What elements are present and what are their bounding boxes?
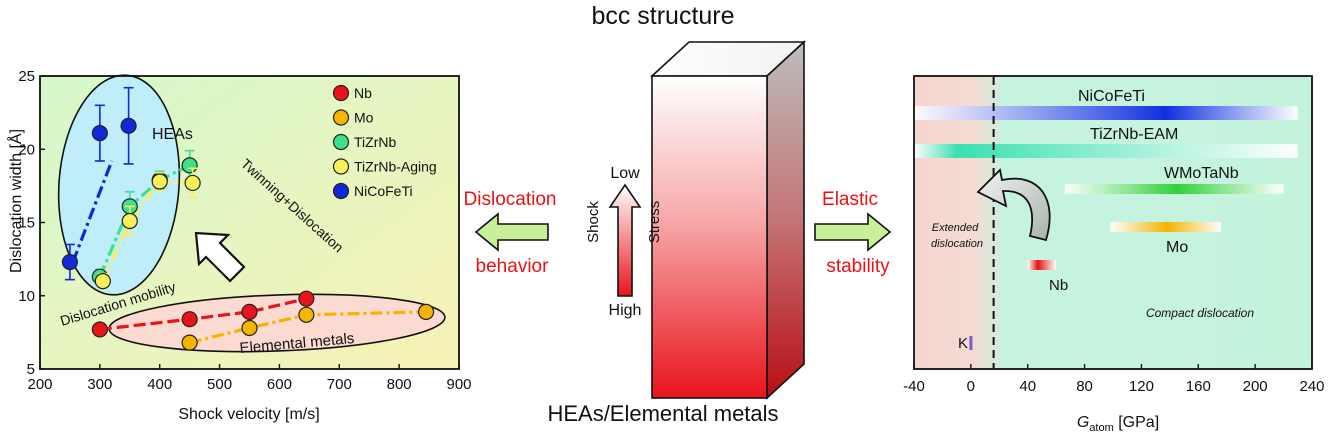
left-y-axis-label: Dislocation width [Å]: [6, 129, 25, 273]
dislocation-label: Dislocation: [464, 189, 557, 210]
annotation-compact: Compact dislocation: [1146, 306, 1254, 320]
stress-high-label: High: [609, 302, 642, 319]
data-point-nb: [298, 290, 315, 307]
range-label-k: K: [958, 335, 968, 352]
left-green-arrow: [474, 212, 549, 252]
annotation-extended-2: dislocation: [931, 238, 983, 250]
left-x-tick-label: 300: [87, 376, 112, 393]
shock-label: Shock: [585, 201, 602, 243]
data-point-tizrnb-aging: [94, 273, 111, 290]
series-line-nb: [99, 297, 307, 332]
center-title: bcc structure: [591, 2, 734, 30]
series-line-tizrnb: [98, 163, 191, 278]
data-point-nb: [181, 311, 198, 328]
box-front-face: [651, 75, 768, 399]
range-bar-mo: [1110, 222, 1222, 232]
left-y-tick-label: 25: [18, 68, 35, 85]
data-point-tizrnb-aging: [184, 174, 201, 192]
mobility-arrow: [194, 231, 246, 283]
data-point-nicofeti: [91, 125, 108, 142]
data-point-nicofeti: [61, 253, 79, 271]
legend-marker: [332, 84, 350, 102]
legend-label: Nb: [354, 85, 372, 101]
data-point-mo: [241, 319, 258, 337]
range-bar-k: [969, 336, 973, 350]
curved-arrow: [976, 168, 1051, 242]
left-y-tick-label: 15: [18, 215, 35, 232]
box-side-face: [766, 40, 805, 400]
elastic-label: Elastic: [822, 189, 878, 210]
annotation-heas: HEAs: [152, 126, 193, 143]
left-x-tick-label: 400: [147, 376, 172, 393]
left-series-layer: [61, 86, 435, 351]
legend-label: NiCoFeTi: [354, 183, 413, 199]
data-point-mo: [417, 303, 435, 320]
left-x-tick-label: 200: [27, 376, 52, 393]
legend-marker: [332, 158, 350, 175]
range-label-mo: Mo: [1166, 239, 1188, 256]
stress-low-label: Low: [610, 165, 640, 182]
legend-label: Mo: [354, 110, 374, 126]
right-x-tick-label: 200: [1243, 378, 1268, 395]
legend-marker: [332, 109, 350, 126]
legend-label: TiZrNb-Aging: [354, 159, 437, 175]
legend-label: TiZrNb: [354, 134, 396, 150]
annotation-extended-1: Extended: [932, 222, 979, 234]
right-x-tick-label: 240: [1299, 378, 1324, 395]
stability-label: stability: [826, 256, 890, 277]
left-x-tick-label: 800: [387, 376, 412, 393]
range-bar-wmotanb: [1064, 184, 1284, 194]
right-x-tick-label: 120: [1129, 378, 1154, 395]
range-bar-tizrnb-eam: [914, 144, 1298, 158]
left-x-tick-label: 700: [327, 376, 352, 393]
right-axes: -40 0 40 80 120 160 200 240: [903, 364, 1325, 395]
data-point-mo: [298, 306, 315, 323]
range-label-wmotanb: WMoTaNb: [1164, 165, 1239, 182]
series-line-mo: [189, 310, 427, 345]
left-x-tick-label: 900: [446, 376, 471, 393]
series-line-tizrnb-aging: [101, 179, 193, 282]
data-point-tizrnb-aging: [151, 173, 168, 190]
data-point-nicofeti: [120, 117, 137, 134]
stress-gradient-arrow: [608, 183, 642, 297]
right-x-tick-label: -40: [903, 378, 925, 395]
right-x-axis-label: Gatom [GPa]: [1077, 414, 1159, 434]
left-y-tick-label: 20: [18, 141, 35, 158]
legend-marker: [332, 182, 350, 200]
right-x-tick-label: 40: [1019, 378, 1036, 395]
extended-zone: [914, 76, 1002, 369]
center-panel: bcc structure Low High Shock Stress HEAs…: [464, 2, 892, 426]
range-bar-nicofeti: [914, 106, 1298, 120]
behavior-label: behavior: [476, 256, 550, 277]
range-label-nicofeti: NiCoFeTi: [1078, 88, 1145, 105]
series-line-nicofeti: [71, 160, 114, 263]
left-y-tick-label: 10: [18, 288, 35, 305]
left-x-tick-label: 600: [267, 376, 292, 393]
left-x-axis-label: Shock velocity [m/s]: [178, 406, 319, 423]
data-point-mo: [181, 334, 198, 351]
left-chart: 200 300 400 500 600 700 800 900 5 10 15 20 25 HEAs T…: [6, 68, 472, 423]
legend-marker: [332, 133, 350, 151]
right-green-arrow: [814, 212, 892, 252]
data-point-tizrnb-aging: [121, 212, 138, 230]
data-point-nb: [91, 321, 108, 338]
left-x-tick-label: 500: [207, 376, 232, 393]
right-x-tick-label: 160: [1186, 378, 1211, 395]
left-y-tick-label: 5: [27, 361, 35, 378]
data-point-nb: [241, 303, 258, 320]
data-point-tizrnb: [181, 157, 198, 174]
center-bottom-label: HEAs/Elemental metals: [547, 401, 778, 426]
range-label-nb: Nb: [1049, 277, 1068, 294]
range-label-tizrnb-eam: TiZrNb-EAM: [1090, 126, 1178, 143]
right-x-tick-label: 80: [1076, 378, 1093, 395]
right-x-tick-label: 0: [967, 378, 975, 395]
range-bar-nb: [1027, 260, 1057, 270]
stress-label: Stress: [646, 201, 663, 244]
left-axes: 200 300 400 500 600 700 800 900 5 10 15 20 25: [18, 68, 471, 393]
right-plot-frame: [913, 75, 1313, 370]
